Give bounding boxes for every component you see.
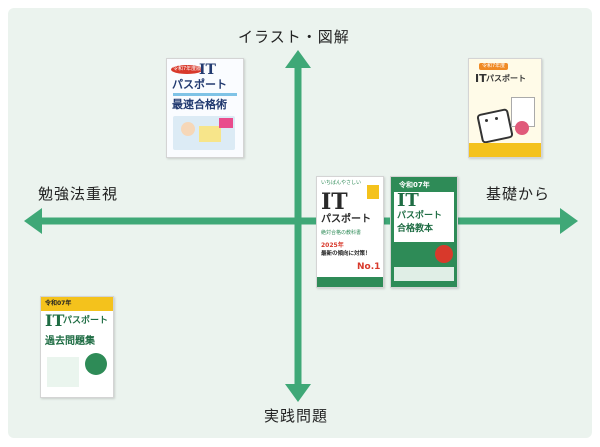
book-title-it: IT <box>321 189 348 215</box>
book-footer-band <box>469 143 541 157</box>
book-badge <box>85 353 107 375</box>
book-cover-sokugo-goukakujutsu[interactable]: 令和7年度版 IT パスポート 最速合格術 <box>166 58 244 158</box>
horizontal-axis-arrow-left <box>24 208 42 234</box>
book-top-text: いちばんやさしい <box>321 180 362 186</box>
book-badge: 令和7年度 <box>479 63 509 70</box>
book-title-main: パスポート <box>321 214 371 225</box>
book-decoration <box>367 185 379 199</box>
book-title-panel <box>394 192 454 242</box>
book-footer-band <box>317 277 383 287</box>
book-title-it: IT <box>475 72 487 85</box>
book-title-main: パスポート <box>397 211 443 221</box>
horizontal-axis-arrow-right <box>560 208 578 234</box>
book-illustration <box>476 97 535 144</box>
book-cover-kakomon-shu[interactable]: 令和07年 IT パスポート 過去問題集 <box>40 296 114 398</box>
axis-label-top: イラスト・図解 <box>238 28 350 46</box>
book-badge: 令和7年度版 <box>171 65 204 74</box>
book-title-main: パスポート <box>63 316 109 326</box>
book-title-sub: 過去問題集 <box>45 336 95 347</box>
book-footer-band <box>394 267 454 281</box>
vertical-axis-line <box>294 62 302 392</box>
book-title-sub: 合格教本 <box>397 224 434 234</box>
book-decoration <box>173 93 237 96</box>
book-header-band <box>41 297 113 311</box>
book-title-it: IT <box>397 190 419 211</box>
book-year: 2025年 <box>321 242 344 249</box>
book-cover-ichiban-yasashii[interactable]: いちばんやさしい IT パスポート 絶対合格の教科書 2025年 最新の傾向に対… <box>316 176 384 288</box>
book-title-it: IT <box>199 62 216 78</box>
book-title-main: パスポート <box>172 78 227 91</box>
book-title-sub: 最速合格術 <box>172 98 227 111</box>
book-year: 令和07年 <box>399 181 430 189</box>
book-illustration <box>173 116 235 150</box>
book-cover-illustrated[interactable]: 令和7年度 IT パスポート <box>468 58 542 158</box>
book-title-it: IT <box>45 311 65 330</box>
book-cover-goukaku-kyouhon[interactable]: 令和07年 IT パスポート 合格教本 <box>390 176 458 288</box>
book-badge: No.1 <box>357 262 381 272</box>
book-badge <box>435 245 453 263</box>
book-subtitle: 絶対合格の教科書 <box>321 230 362 236</box>
book-illustration <box>47 357 79 387</box>
axis-label-left: 勉強法重視 <box>38 185 119 203</box>
axis-label-bottom: 実践問題 <box>264 407 329 425</box>
vertical-axis-arrow-down <box>285 384 311 402</box>
book-year: 令和07年 <box>45 300 72 307</box>
axis-label-right: 基礎から <box>486 185 551 203</box>
vertical-axis-arrow-up <box>285 50 311 68</box>
book-title-main: パスポート <box>486 74 526 83</box>
book-catchphrase: 最新の傾向に対策！ <box>321 251 371 257</box>
horizontal-axis-line <box>36 217 562 225</box>
